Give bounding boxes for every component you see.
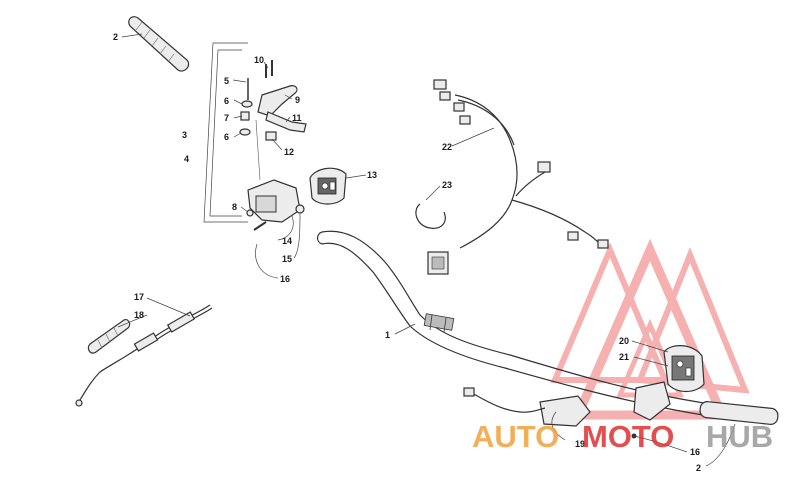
callout-10: 10: [254, 55, 264, 65]
callout-2-bottom: 2: [696, 463, 701, 473]
right-switch-assembly: [463, 345, 705, 439]
callout-22: 22: [442, 142, 452, 152]
callout-20: 20: [619, 336, 629, 346]
callout-8: 8: [232, 202, 237, 212]
cable-tie: [415, 203, 446, 229]
callout-6-upper: 6: [224, 96, 229, 106]
wire-harness: [427, 79, 609, 275]
handlebar: [316, 230, 779, 425]
watermark-auto: AUTO: [472, 419, 559, 454]
callout-14: 14: [282, 236, 292, 246]
callout-16-left: 16: [280, 274, 290, 284]
callout-15: 15: [282, 254, 292, 264]
leader-lines: [117, 33, 736, 467]
watermark-hub: HUB: [706, 419, 773, 454]
callout-17: 17: [134, 292, 144, 302]
callout-1: 1: [385, 330, 390, 340]
grouping-bracket: [203, 42, 248, 223]
master-cylinder: [246, 179, 305, 231]
callout-6-lower: 6: [224, 132, 229, 142]
throttle-cable: [75, 304, 213, 407]
callout-16-right: 16: [690, 447, 700, 457]
callout-12: 12: [284, 147, 294, 157]
callout-23: 23: [442, 180, 452, 190]
callout-9: 9: [295, 95, 300, 105]
callout-21: 21: [619, 352, 629, 362]
watermark-moto: MOTO: [582, 419, 674, 454]
callout-13: 13: [367, 170, 377, 180]
callout-labels: 2 5 6 7 6 3 4 10 9 11 12 8 13 14 15 16 1…: [113, 32, 701, 473]
callout-19: 19: [575, 439, 585, 449]
callout-11: 11: [292, 113, 302, 123]
callout-7: 7: [224, 113, 229, 123]
left-grip: [128, 16, 190, 72]
callout-3: 3: [182, 130, 187, 140]
watermark-text: AUTO MOTO HUB: [472, 419, 773, 454]
callout-4: 4: [184, 154, 189, 164]
left-switch-housing: [309, 167, 347, 205]
callout-2-top: 2: [113, 32, 118, 42]
callout-5: 5: [224, 76, 229, 86]
callout-18: 18: [134, 310, 144, 320]
brake-lever-assembly: [239, 60, 307, 181]
